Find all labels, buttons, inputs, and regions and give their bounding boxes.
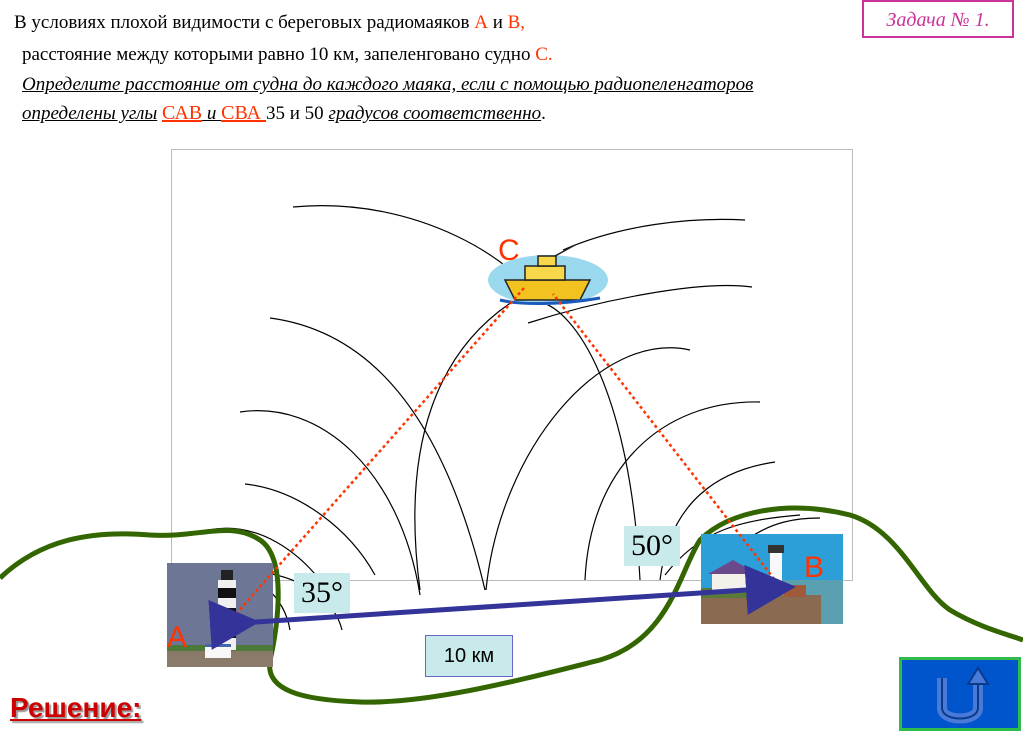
- wave-arc: [584, 401, 761, 581]
- problem-line-3: Определите расстояние от судна до каждог…: [22, 74, 754, 95]
- distance-label: 10 км: [425, 635, 513, 677]
- angle-a-label: 35°: [294, 573, 350, 613]
- problem-line-2: расстояние между которыми равно 10 км, з…: [22, 44, 553, 66]
- coastline-left: [0, 505, 1023, 705]
- return-button[interactable]: [899, 657, 1021, 731]
- angle-cab-text: САВ: [162, 102, 203, 124]
- text: и: [487, 12, 508, 33]
- wave-arc: [485, 347, 691, 591]
- point-b-text: В,: [507, 12, 526, 33]
- task-number-label: Задача № 1.: [862, 0, 1014, 38]
- wave-arc: [269, 317, 486, 591]
- point-c-text: С.: [535, 44, 553, 65]
- wave-arc: [244, 483, 376, 576]
- label-b: В: [804, 551, 825, 584]
- text: .: [541, 103, 546, 124]
- text: градусов соответственно: [328, 103, 542, 124]
- label-c: С: [498, 234, 520, 267]
- solution-link[interactable]: Решение:: [10, 692, 142, 723]
- point-a-text: А: [474, 12, 488, 33]
- text: В условиях плохой видимости с береговых …: [14, 12, 475, 33]
- wave-arc: [239, 410, 421, 596]
- wave-arc: [414, 301, 513, 591]
- baseline-a-b: [208, 565, 796, 650]
- ship-picture: [488, 244, 608, 306]
- text: 35 и 50: [266, 103, 329, 124]
- text: и: [202, 103, 222, 124]
- problem-line-4: определены углы САВ и СВА 35 и 50 градус…: [22, 102, 546, 125]
- bearing-line-a-c: [227, 287, 525, 624]
- text: запеленговано судно: [363, 44, 536, 65]
- wave-arc: [527, 284, 753, 324]
- angle-cba-text: СВА: [221, 102, 267, 124]
- label-a: А: [167, 621, 188, 654]
- return-u-arrow-icon: [937, 666, 990, 724]
- wave-arc: [562, 218, 746, 251]
- problem-line-1: В условиях плохой видимости с береговых …: [14, 12, 525, 34]
- bearing-line-b-c: [552, 293, 779, 585]
- text: расстояние между которыми равно 10 км,: [22, 44, 364, 65]
- angle-b-label: 50°: [624, 526, 680, 566]
- text: определены углы: [22, 103, 158, 124]
